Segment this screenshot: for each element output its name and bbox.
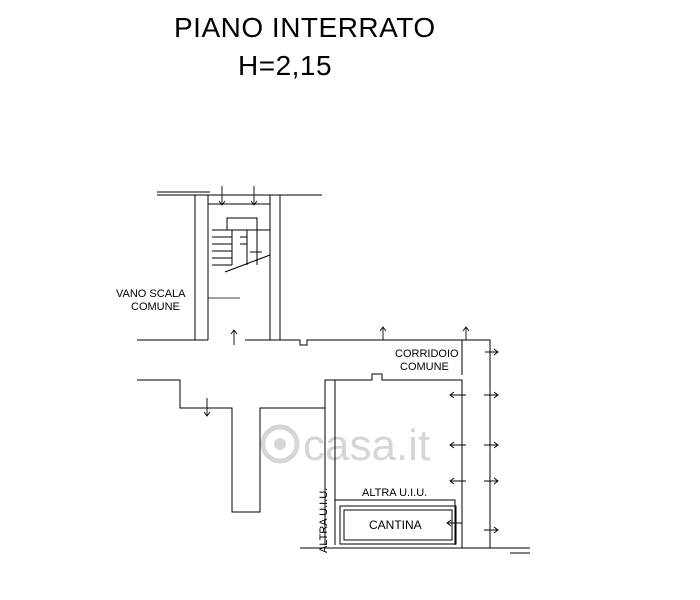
watermark-logo-icon <box>260 424 300 464</box>
arrow-down-icon <box>250 186 258 206</box>
arrow-left-icon <box>449 391 466 399</box>
arrow-right-icon <box>484 526 499 534</box>
stair-left-wall <box>194 195 209 340</box>
arrow-down-icon <box>218 186 226 206</box>
other-unit-wall <box>324 380 336 545</box>
cellar-outline <box>339 505 457 545</box>
other-unit-vertical-label: ALTRA U.I.U. <box>318 488 330 553</box>
other-unit-divider <box>335 499 456 545</box>
arrows <box>203 186 499 534</box>
staircase <box>208 217 271 299</box>
stair-right-wall <box>269 195 281 340</box>
arrow-right-icon <box>484 477 499 485</box>
stair-label-line1: VANO SCALA <box>116 288 186 300</box>
arrow-right-icon <box>484 391 499 399</box>
watermark: casa.it <box>260 421 430 470</box>
arrow-up-icon <box>230 329 238 345</box>
corridor-label-line1: CORRIDOIO <box>395 348 459 360</box>
ceiling-height-label: H=2,15 <box>238 50 333 81</box>
watermark-text: casa.it <box>303 421 430 470</box>
arrow-left-icon <box>449 477 466 485</box>
corridor-label-line2: COMUNE <box>400 361 449 373</box>
arrow-right-icon <box>484 441 499 449</box>
arrow-left-icon <box>449 441 466 449</box>
arrow-up-icon <box>462 326 470 340</box>
stair-label-line2: COMUNE <box>131 301 180 313</box>
arrow-down-icon <box>203 398 211 417</box>
floor-title: PIANO INTERRATO <box>174 12 436 43</box>
corridor-top-wall <box>137 339 491 346</box>
arrow-left-icon <box>446 519 462 527</box>
arrow-right-icon <box>485 348 499 356</box>
other-unit-label: ALTRA U.I.U. <box>362 487 427 499</box>
cellar-label: CANTINA <box>369 518 422 532</box>
arrow-up-icon <box>379 326 387 340</box>
